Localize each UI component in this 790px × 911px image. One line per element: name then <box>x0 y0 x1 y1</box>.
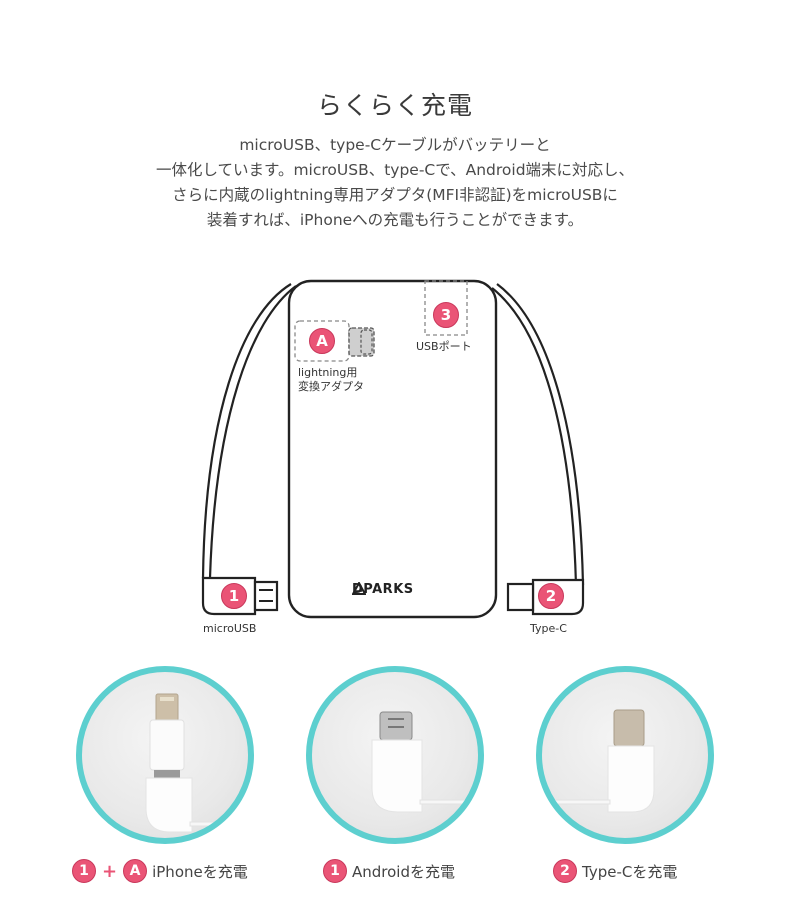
micro-usb-connector-image <box>371 711 478 813</box>
adapter-badge: A <box>309 328 335 354</box>
plus-sign: + <box>102 860 118 882</box>
triangle-logo-icon <box>352 582 366 595</box>
brand-logo: DPARKS <box>352 582 414 597</box>
description-line: microUSB、type-Cケーブルがバッテリーと <box>239 136 551 154</box>
type-c-badge: 2 <box>538 583 564 609</box>
micro-usb-label: microUSB <box>203 622 257 635</box>
caption-android: 1 Androidを充電 <box>323 858 455 884</box>
caption-text: Androidを充電 <box>352 862 455 881</box>
type-c-connector-image <box>542 709 655 813</box>
description-line: さらに内蔵のlightning専用アダプタ(MFI非認証)をmicroUSBに <box>172 186 618 204</box>
micro-usb-badge: 1 <box>323 859 347 883</box>
micro-usb-badge: 1 <box>221 583 247 609</box>
usb-port-label: USBポート <box>416 340 472 353</box>
caption-text: iPhoneを充電 <box>152 862 248 881</box>
micro-usb-badge: 1 <box>72 859 96 883</box>
type-c-badge: 2 <box>553 859 577 883</box>
description: microUSB、type-Cケーブルがバッテリーと 一体化しています。micr… <box>0 133 790 233</box>
micro-usb-photo <box>306 666 484 844</box>
battery-outline-illustration <box>201 279 585 619</box>
lightning-connector-image <box>145 693 248 833</box>
type-c-label: Type-C <box>530 622 567 635</box>
caption-text: Type-Cを充電 <box>582 862 678 881</box>
lightning-adapter-photo <box>76 666 254 844</box>
type-c-photo <box>536 666 714 844</box>
description-line: 一体化しています。microUSB、type-Cで、Android端末に対応し、 <box>155 161 635 179</box>
caption-iphone: 1 + A iPhoneを充電 <box>72 858 248 884</box>
usb-port-badge: 3 <box>433 302 459 328</box>
page-title: らくらく充電 <box>316 91 473 120</box>
adapter-badge: A <box>123 859 148 883</box>
caption-type-c: 2 Type-Cを充電 <box>553 858 677 884</box>
adapter-label-line: lightning用 <box>298 366 358 379</box>
brand-name: DPARKS <box>352 582 414 597</box>
adapter-label-line: 変換アダプタ <box>298 380 364 393</box>
adapter-label: lightning用 変換アダプタ <box>298 366 364 394</box>
description-line: 装着すれば、iPhoneへの充電も行うことができます。 <box>206 211 584 229</box>
